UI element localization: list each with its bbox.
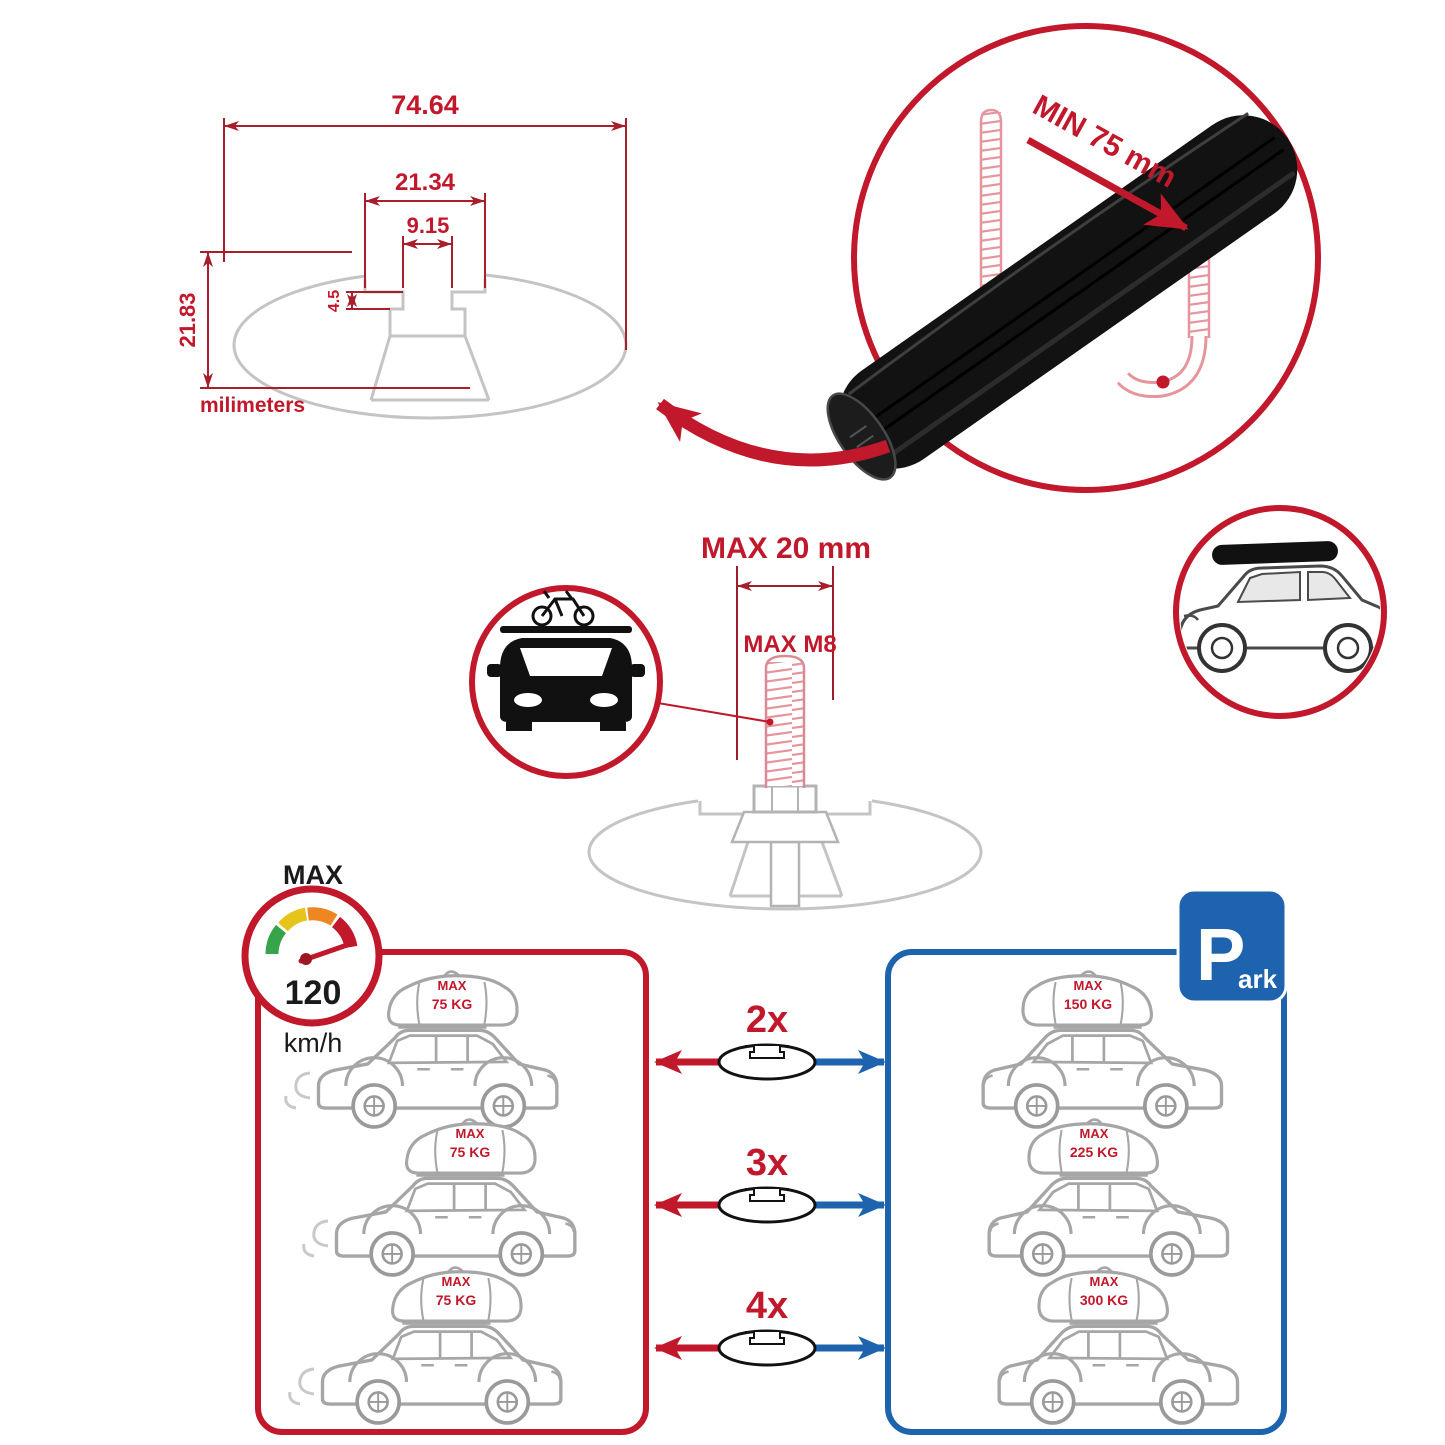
- cargo-weight: 75 KG: [432, 996, 473, 1012]
- bolt-head-facets: [771, 786, 799, 812]
- hook-inner: [1118, 335, 1205, 395]
- speed-value: 120: [285, 974, 342, 1012]
- motion-lines: [302, 1219, 329, 1258]
- car-right-3: MAX 300 KG: [997, 1265, 1240, 1425]
- parking-suffix: ark: [1238, 964, 1278, 994]
- suv-wheel-hub: [1336, 636, 1360, 660]
- gauge-pivot: [300, 953, 312, 965]
- suv-window-rear: [1307, 571, 1352, 602]
- speed-units: km/h: [284, 1028, 343, 1058]
- rod-outline: [979, 108, 1003, 302]
- car-roof-bar: [500, 626, 632, 633]
- t-bolt: [730, 654, 840, 908]
- car-left-3: MAX 75 KG: [288, 1265, 563, 1425]
- car-left-2: MAX 75 KG: [302, 1117, 577, 1277]
- car-mirror-right: [630, 664, 645, 677]
- load-panels-section: P ark MAX 120 km/h MAX 75 KG MAX: [241, 860, 1288, 1435]
- car-wheel-left: [506, 722, 532, 731]
- speed-limit-gauge: MAX 120 km/h: [241, 860, 383, 1058]
- cargo-max-label: MAX: [1090, 1274, 1119, 1289]
- parking-sign: P ark: [1176, 888, 1288, 1004]
- u-bolt-left: [979, 108, 1003, 302]
- dimension-slot-outer: 21.34: [395, 169, 456, 196]
- cargo-weight: 75 KG: [436, 1292, 477, 1308]
- thread-pattern: [767, 662, 803, 786]
- gauge-green: [265, 924, 287, 955]
- crossbar-highlight: [848, 112, 1249, 396]
- bolt-max-length-label: MAX 20 mm: [701, 532, 871, 565]
- crossbar-zoom-section: MIN 75 mm: [656, 23, 1387, 719]
- parking-sign-board: [1176, 888, 1288, 1004]
- cargo-max-label: MAX: [438, 978, 467, 993]
- dimension-total-width: 74.64: [391, 90, 459, 120]
- profile-pointer-arrow: [656, 398, 891, 467]
- cargo-max-label: MAX: [442, 1274, 471, 1289]
- crossbar-t-slot-groove: [857, 136, 1285, 443]
- crossbar-profile-icon: [717, 1043, 817, 1081]
- car-mirror-left: [487, 664, 502, 677]
- leader-dot: [766, 718, 774, 726]
- multiplier-row-1: 2x: [654, 999, 886, 1081]
- speed-max-label: MAX: [283, 860, 343, 890]
- car-front-icon: [487, 626, 645, 731]
- cargo-max-label: MAX: [1080, 1126, 1109, 1141]
- multiplier-row-3: 4x: [654, 1285, 886, 1367]
- gauge-yellow: [278, 907, 308, 932]
- t-slot-nut: [730, 810, 840, 844]
- profile-inner-channel: [369, 335, 491, 402]
- car-headlight-right: [590, 693, 618, 707]
- multiplier-row-2: 3x: [654, 1142, 886, 1224]
- bolt-head: [752, 784, 818, 814]
- cargo-weight: 300 KG: [1080, 1292, 1128, 1308]
- gauge-orange: [307, 907, 338, 926]
- units-label: milimeters: [200, 394, 305, 417]
- profile-slot-mask: [364, 262, 486, 346]
- parking-letter: P: [1196, 913, 1245, 996]
- car-windshield: [520, 648, 612, 676]
- end-cap-slot: [849, 425, 874, 449]
- crossbar-end-cap: [826, 392, 897, 481]
- multiplier-label: 4x: [746, 1285, 788, 1327]
- cargo-weight: 225 KG: [1070, 1144, 1118, 1160]
- car-wheel-right: [600, 722, 626, 731]
- roof-box: [1212, 541, 1338, 565]
- min-clearance-arrow: [1026, 136, 1189, 232]
- dimension-slot-opening: 9.15: [407, 213, 450, 238]
- thread-outline: [764, 654, 806, 788]
- dimension-lip-depth: 4.5: [326, 290, 343, 312]
- cargo-weight: 150 KG: [1064, 996, 1112, 1012]
- profile-dimension-diagram: 74.64 21.34 9.15 4.5 21.83 milimeters: [175, 90, 628, 420]
- car-right-1: MAX 150 KG: [981, 969, 1224, 1129]
- slot-stubs: [698, 801, 872, 816]
- bolt-max-thread-label: MAX M8: [743, 631, 836, 658]
- suv-wheel-hub: [1210, 636, 1234, 660]
- dimension-total-height: 21.83: [175, 292, 200, 347]
- leader-line: [651, 701, 771, 723]
- suv-headlight: [1183, 614, 1200, 621]
- bike-car-circle: [469, 585, 663, 779]
- multiplier-label: 3x: [746, 1142, 788, 1184]
- bolt-lower-shaft: [769, 840, 801, 908]
- rod-threads: [981, 112, 1001, 302]
- suv-window-front: [1236, 570, 1301, 604]
- car-left-1: MAX 75 KG: [284, 969, 559, 1129]
- car-right-2: MAX 225 KG: [987, 1117, 1230, 1277]
- car-headlight-left: [514, 693, 542, 707]
- motion-lines: [288, 1367, 315, 1406]
- motion-lines: [284, 1071, 311, 1110]
- bike-icon: [531, 590, 595, 627]
- cargo-weight: 75 KG: [450, 1144, 491, 1160]
- cargo-max-label: MAX: [1074, 978, 1103, 993]
- crossbar-profile-icon: [717, 1329, 817, 1367]
- bolt-spec-section: MAX 20 mm MAX M8: [469, 532, 983, 911]
- cargo-max-label: MAX: [456, 1126, 485, 1141]
- crossbar-lower-edge: [888, 170, 1296, 458]
- crossbar-profile-icon: [717, 1186, 817, 1224]
- fastening-point-dot: [1156, 375, 1170, 389]
- multiplier-label: 2x: [746, 999, 788, 1041]
